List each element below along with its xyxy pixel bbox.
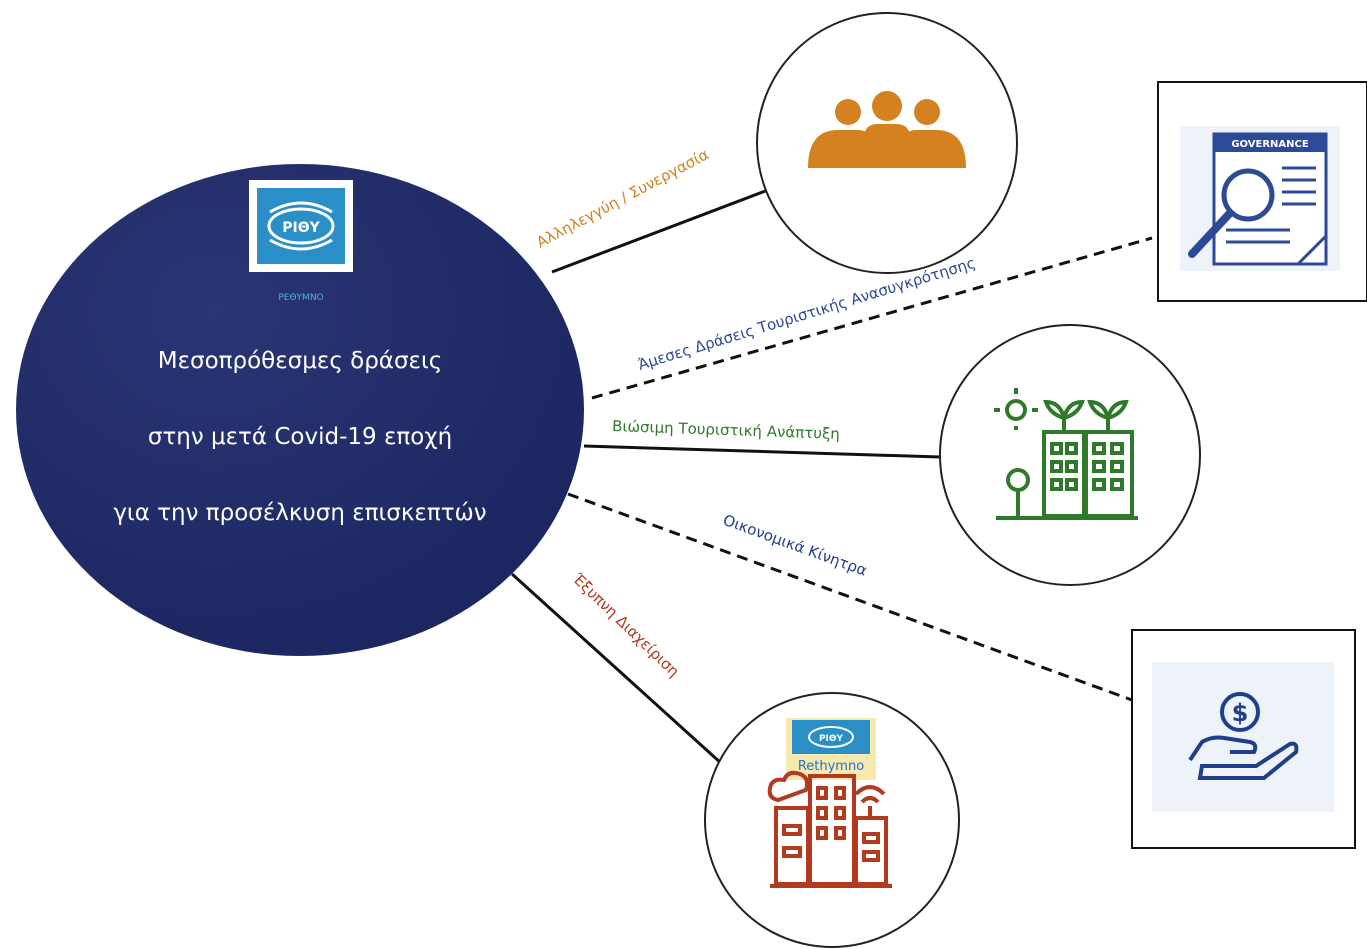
central-ellipse [16, 164, 584, 656]
rithy-logo-text: ΡΙΘΥ [282, 220, 320, 236]
label-incentives: Οικονομικά Κίνητρα [721, 511, 870, 580]
smart-node: ΡΙΘΥ Rethymno [704, 692, 960, 948]
green-building-icon [994, 388, 1138, 520]
connector-governance [591, 236, 1153, 400]
rithy-logo: ΡΙΘΥ ΡΕΘΥΜΝΟ [249, 180, 353, 303]
governance-node: GOVERNANCE [1157, 81, 1367, 302]
smart-logo-text: ΡΙΘΥ [819, 734, 844, 744]
central-text-line-1: Μεσοπρόθεσμες δράσεις [158, 348, 443, 374]
central-text-line-2: στην μετά Covid-19 εποχή [148, 424, 452, 450]
rithy-logo-caption: ΡΕΘΥΜΝΟ [278, 293, 323, 303]
incentives-node: $ [1131, 629, 1356, 849]
central-node: ΡΙΘΥ ΡΕΘΥΜΝΟ Μεσοπρόθεσμες δράσεις στην … [16, 164, 584, 656]
dollar-sign: $ [1232, 699, 1249, 727]
label-governance: Άμεσες Δράσεις Τουριστικής Ανασυγκρότηση… [636, 254, 978, 374]
smart-logo-caption: Rethymno [798, 759, 864, 774]
connectors [510, 188, 1153, 766]
connector-incentives [567, 492, 1133, 702]
money-hand-icon: $ [1188, 692, 1299, 780]
connector-sustainable [583, 444, 941, 459]
central-text-line-3: για την προσέλκυση επισκεπτών [113, 500, 486, 526]
label-sustainable: Βιώσιμη Τουριστική Ανάπτυξη [612, 417, 840, 443]
people-group-icon [808, 91, 966, 168]
connector-smart [510, 572, 724, 766]
label-solidarity: Αλληλεγγύη / Συνεργασία [533, 145, 711, 251]
sustainable-node [939, 324, 1201, 586]
rethymno-logo: ΡΙΘΥ Rethymno [786, 718, 876, 780]
label-smart: Έξυπνη Διαχείριση [569, 569, 683, 680]
solidarity-node [756, 12, 1018, 274]
connector-solidarity [551, 188, 769, 274]
governance-icon-text: GOVERNANCE [1231, 139, 1309, 150]
governance-document-icon: GOVERNANCE [1188, 132, 1328, 266]
smart-city-icon [767, 770, 892, 888]
